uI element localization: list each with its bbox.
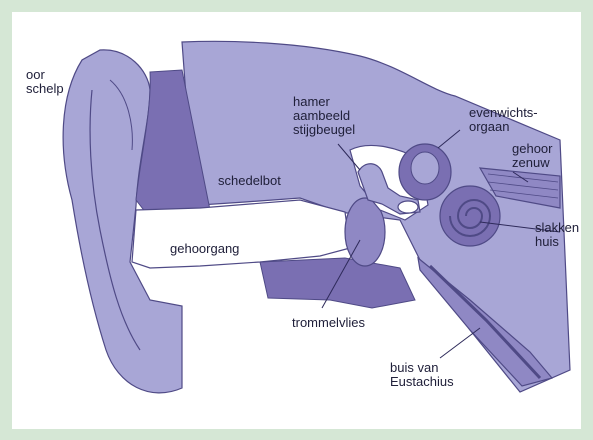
label-slakkenhuis: slakken huis bbox=[535, 221, 579, 249]
label-trommelvlies: trommelvlies bbox=[292, 316, 365, 330]
label-gehoorgang: gehoorgang bbox=[170, 242, 239, 256]
label-gehoorzenuw: gehoor zenuw bbox=[512, 142, 552, 170]
label-oorschelp: oor schelp bbox=[26, 68, 64, 96]
label-buis-van-eustachius: buis van Eustachius bbox=[390, 361, 454, 389]
cartilage-lower bbox=[260, 258, 415, 308]
ear-canal bbox=[132, 200, 350, 268]
semicircular-canal bbox=[411, 152, 439, 184]
label-schedelbot: schedelbot bbox=[218, 174, 281, 188]
label-evenwichtsorgaan: evenwichts- orgaan bbox=[469, 106, 538, 134]
leader-buis bbox=[440, 328, 480, 358]
label-hamer-aambeeld-stijgbeugel: hamer aambeeld stijgbeugel bbox=[293, 95, 355, 137]
stapes-footplate bbox=[398, 201, 418, 213]
